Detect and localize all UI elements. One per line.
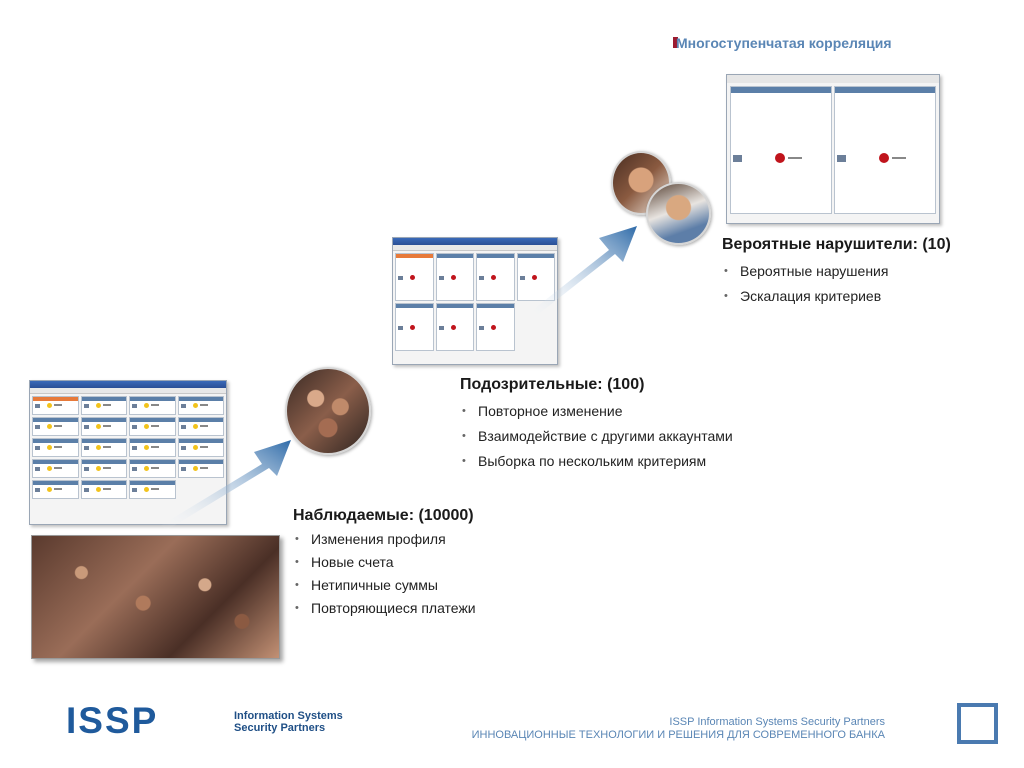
alert-cell (80, 480, 127, 499)
window-menubar (393, 245, 557, 251)
screenshot-likely-grid (726, 74, 940, 224)
title-marker (673, 37, 678, 48)
list-item: Нетипичные суммы (293, 577, 476, 594)
tier-suspicious: Подозрительные: (100) Повторное изменени… (460, 376, 733, 476)
tier-list: Изменения профиля Новые счета Нетипичные… (293, 531, 476, 617)
alert-cell (395, 303, 434, 351)
slide-title: Многоступенчатая корреляция (676, 35, 892, 51)
alert-cell (32, 396, 79, 415)
list-item: Взаимодействие с другими аккаунтами (460, 428, 733, 445)
logo-mark: ISSP (66, 700, 159, 741)
tier-likely: Вероятные нарушители: (10) Вероятные нар… (722, 236, 951, 311)
man-photo (646, 182, 711, 245)
alert-cell (129, 396, 176, 415)
arrow-observed-to-suspicious (160, 440, 291, 530)
window-titlebar (727, 75, 939, 83)
arrow-suspicious-to-likely (525, 226, 637, 320)
alert-cell (129, 417, 176, 436)
list-item: Вероятные нарушения (722, 263, 951, 280)
alert-cell (80, 438, 127, 457)
alert-cell (80, 396, 127, 415)
alert-cell (476, 303, 515, 351)
alert-cell (435, 253, 474, 301)
list-item: Новые счета (293, 554, 476, 571)
tier-list: Вероятные нарушения Эскалация критериев (722, 263, 951, 305)
group-photo (285, 367, 371, 455)
tier-heading: Подозрительные: (100) (460, 376, 645, 393)
tier-heading: Наблюдаемые: (10000) (293, 507, 474, 524)
screenshot-suspicious-grid (392, 237, 558, 365)
tier-observed: Наблюдаемые: (10000) Изменения профиля Н… (293, 507, 476, 623)
alert-cell (32, 438, 79, 457)
alert-cell (177, 459, 224, 478)
alert-cell (476, 253, 515, 301)
list-item: Эскалация критериев (722, 288, 951, 305)
alert-cell (177, 417, 224, 436)
corner-square (957, 703, 998, 744)
footer: ISSP Information Systems Security Partne… (472, 716, 885, 742)
alert-grid (727, 83, 939, 217)
alert-cell (834, 86, 936, 214)
logo-subtitle-line2: Security Partners (234, 722, 326, 734)
list-item: Изменения профиля (293, 531, 476, 548)
alert-cell (177, 396, 224, 415)
tier-heading: Вероятные нарушители: (10) (722, 236, 951, 253)
tier-list: Повторное изменение Взаимодействие с дру… (460, 403, 733, 470)
alert-cell (129, 480, 176, 499)
window-titlebar (30, 381, 226, 388)
logo-subtitle: Information Systems Security Partners (234, 710, 343, 734)
alert-cell (80, 417, 127, 436)
alert-cell (177, 438, 224, 457)
alert-grid (30, 394, 226, 501)
list-item: Повторное изменение (460, 403, 733, 420)
footer-line2: ИННОВАЦИОННЫЕ ТЕХНОЛОГИИ И РЕШЕНИЯ ДЛЯ С… (471, 729, 885, 741)
alert-cell (32, 480, 79, 499)
alert-cell (129, 438, 176, 457)
alert-cell (395, 253, 434, 301)
alert-cell (80, 459, 127, 478)
window-titlebar (393, 238, 557, 245)
window-menubar (30, 388, 226, 394)
alert-cell (129, 459, 176, 478)
alert-cell (32, 417, 79, 436)
alert-cell (516, 253, 555, 301)
alert-cell (32, 459, 79, 478)
list-item: Повторяющиеся платежи (293, 600, 476, 617)
footer-line1: ISSP Information Systems Security Partne… (669, 716, 885, 728)
alert-cell (435, 303, 474, 351)
issp-logo: ISSP (66, 702, 158, 739)
logo-subtitle-line1: Information Systems (234, 710, 343, 722)
alert-grid (393, 251, 557, 353)
crowd-photo (31, 535, 280, 659)
screenshot-observed-grid (29, 380, 227, 525)
alert-cell (730, 86, 832, 214)
list-item: Выборка по нескольким критериям (460, 453, 733, 470)
